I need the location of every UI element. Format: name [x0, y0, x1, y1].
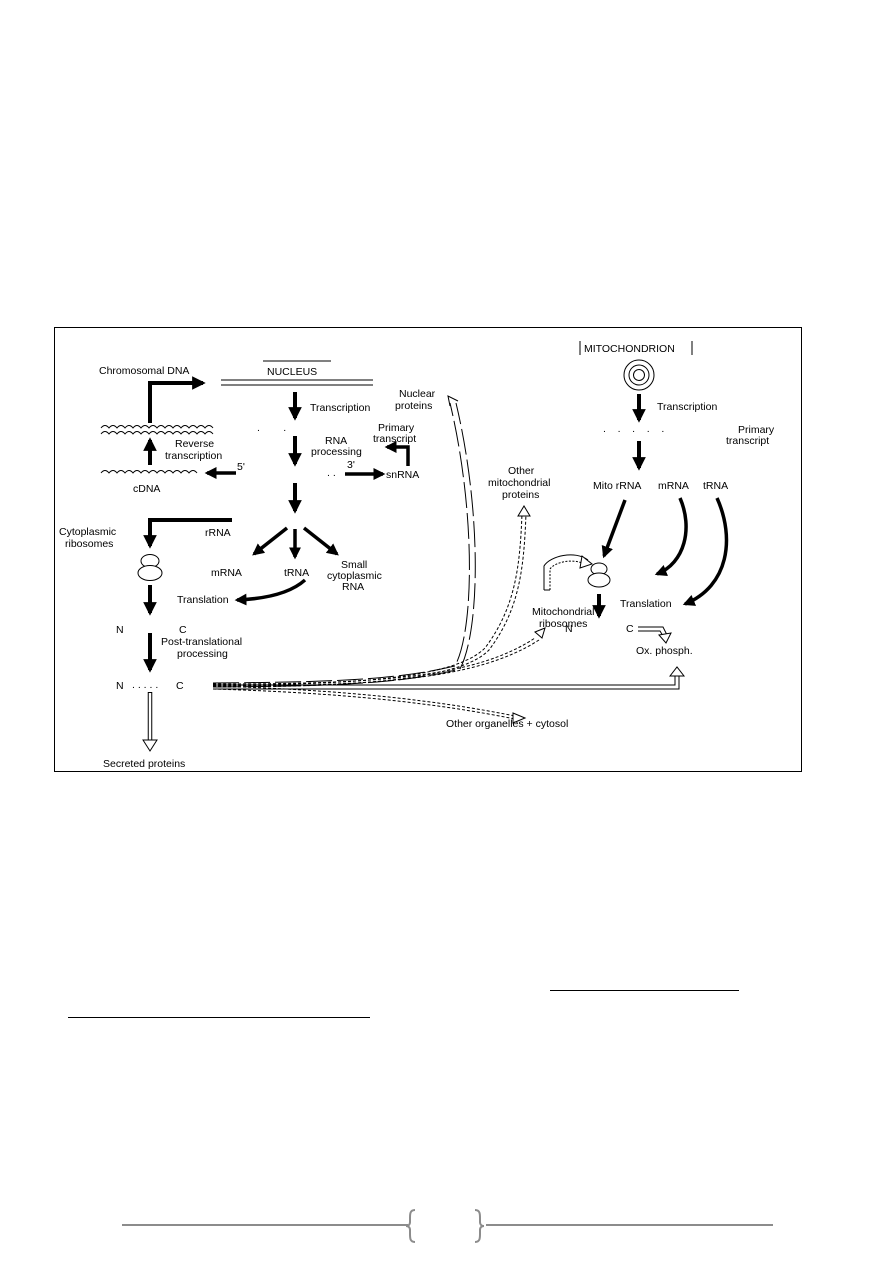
secreted-label: Secreted proteins	[103, 758, 185, 770]
mito-ribo-label-1: Mitochondrial	[532, 606, 594, 618]
underline-fragment-2	[68, 1017, 370, 1018]
other-mito-label-3: proteins	[502, 489, 539, 501]
cdna-label: cDNA	[133, 483, 160, 495]
mito-primary-label-1: Primary	[738, 424, 775, 436]
ox-phosph-arrow	[638, 626, 672, 644]
gene-expression-diagram: Chromosomal DNA NUCLEUS Reverse transcri…	[59, 341, 775, 770]
mito-trna-label: tRNA	[703, 480, 728, 492]
snrna-label: snRNA	[386, 469, 419, 481]
mitochondrion-title: MITOCHONDRION	[579, 341, 693, 355]
transcription-label-nuc: Transcription	[310, 402, 370, 414]
reverse-label-1: Reverse	[175, 438, 214, 450]
footer-page-bracket-icon	[405, 1209, 485, 1243]
mito-ribo-label-2: ribosomes	[539, 618, 587, 630]
mito-mrna-label: mRNA	[658, 480, 689, 492]
cytoplasmic-ribosome-icon	[137, 554, 163, 581]
small-rna-label-3: RNA	[342, 581, 364, 593]
c-top-label: C	[179, 624, 187, 636]
small-rna-branch-arrow	[302, 526, 339, 556]
svg-text:MITOCHONDRION: MITOCHONDRION	[584, 343, 675, 355]
primary-transcript-dots: . .	[257, 422, 286, 434]
figure-frame: Chromosomal DNA NUCLEUS Reverse transcri…	[54, 327, 802, 772]
nuclear-proteins-label-1: Nuclear	[399, 388, 436, 400]
underline-fragment-1	[550, 990, 739, 991]
small-rna-label-2: cytoplasmic	[327, 570, 382, 582]
post-label-1: Post-translational	[161, 636, 242, 648]
post-label-2: processing	[177, 648, 228, 660]
small-rna-label-1: Small	[341, 559, 367, 571]
c-bottom-label: C	[176, 680, 184, 692]
n-mito-label: N	[565, 623, 573, 635]
nuclear-proteins-label-2: proteins	[395, 400, 432, 412]
rrna-label: rRNA	[205, 527, 231, 539]
dna-double-strand	[100, 425, 214, 429]
mrna-label: mRNA	[211, 567, 242, 579]
svg-text:NUCLEUS: NUCLEUS	[267, 366, 317, 378]
nucleus-title: NUCLEUS	[263, 360, 331, 378]
footer-rule-left	[122, 1224, 408, 1226]
mito-trna-arrow	[682, 497, 729, 606]
mito-rrna-label: Mito rRNA	[593, 480, 641, 492]
other-organelles-label: Other organelles + cytosol	[446, 718, 568, 730]
cdna-strand	[100, 470, 198, 474]
mitochondrion-icon	[623, 359, 655, 391]
cyto-ribo-label-1: Cytoplasmic	[59, 526, 116, 538]
chromosomal-dna-label: Chromosomal DNA	[99, 365, 189, 377]
cyto-ribo-label-2: ribosomes	[65, 538, 113, 550]
dots-snrna: . .	[327, 467, 336, 479]
c-mito-label: C	[626, 623, 634, 635]
mito-rrna-arrow	[601, 499, 627, 559]
translation-label-cyto: Translation	[177, 594, 229, 606]
mrna-branch-arrow	[252, 526, 289, 556]
protein-routing-lines	[212, 395, 686, 724]
primary-transcript-arrow	[384, 441, 410, 466]
ox-phosph-label: Ox. phosph.	[636, 645, 693, 657]
n-top-label: N	[116, 624, 124, 636]
rna-processing-label-1: RNA	[325, 435, 347, 447]
mito-import-arrow	[543, 554, 594, 591]
footer-rule-right	[486, 1224, 773, 1226]
other-mito-label-1: Other	[508, 465, 535, 477]
five-prime-label: 5'	[237, 461, 245, 473]
dna-strand-lower	[100, 431, 214, 435]
rrna-arrow	[143, 518, 232, 549]
primary-label-2: transcript	[373, 433, 416, 445]
dots-bottom: . . . . .	[132, 679, 158, 691]
reverse-label-2: transcription	[165, 450, 222, 462]
n-bottom-label: N	[116, 680, 124, 692]
rna-processing-label-2: processing	[311, 446, 362, 458]
three-prime-label: 3'	[347, 459, 355, 471]
mito-mrna-arrow	[654, 497, 688, 577]
replication-arrow	[148, 376, 206, 423]
svg-text:Chromosomal DNA: Chromosomal DNA	[99, 365, 189, 377]
primary-label-1: Primary	[378, 422, 415, 434]
translation-label-mito: Translation	[620, 598, 672, 610]
trna-label: tRNA	[284, 567, 309, 579]
mito-transcript-dots: . . . . .	[603, 423, 664, 435]
nucleus-membrane	[221, 379, 373, 386]
transcription-label-mito: Transcription	[657, 401, 717, 413]
mitochondrial-ribosome-icon	[587, 562, 611, 588]
other-mito-label-2: mitochondrial	[488, 477, 550, 489]
mito-primary-label-2: transcript	[726, 435, 769, 447]
translation-arrow-cyto	[234, 578, 307, 606]
